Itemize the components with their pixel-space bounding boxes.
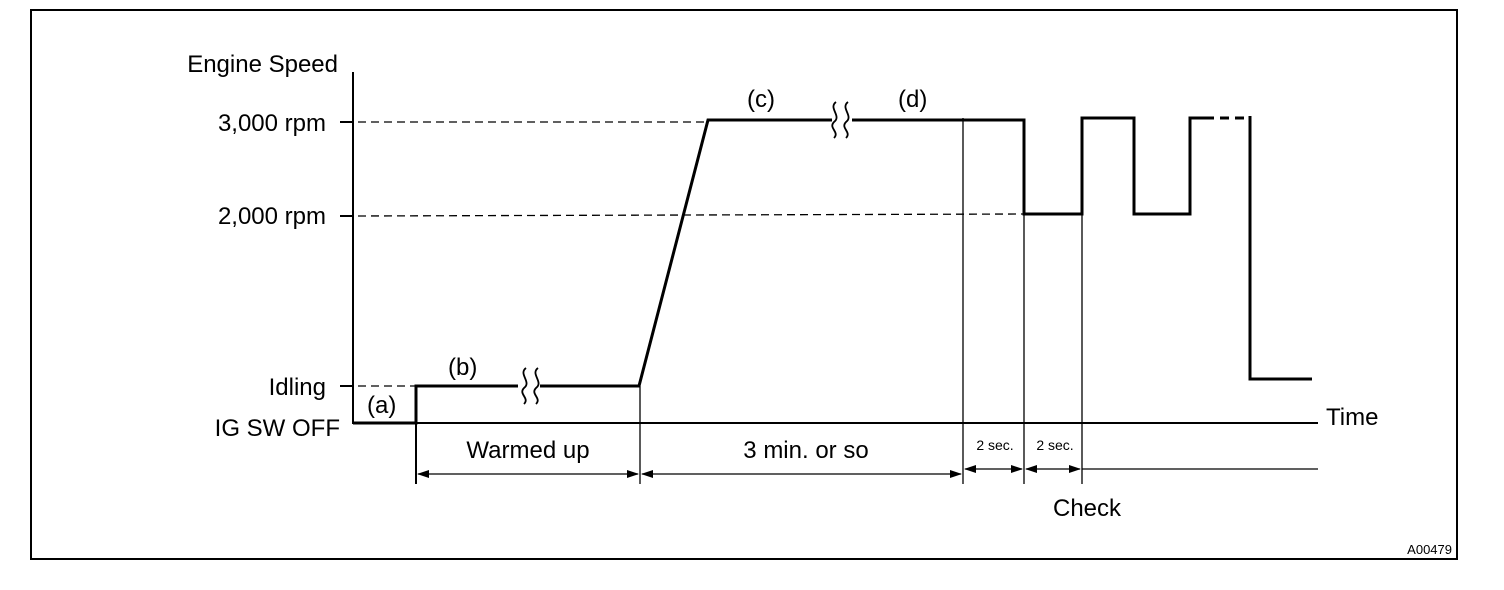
interval-label-warmed-up: Warmed up <box>466 437 589 464</box>
level-label-2000: 2,000 rpm <box>218 203 326 230</box>
engine-speed-trace-2 <box>540 118 832 388</box>
engine-speed-trace-3 <box>852 116 1205 216</box>
x-axis-title: Time <box>1326 404 1378 431</box>
y-axis-title: Engine Speed <box>187 51 338 78</box>
engine-speed-trace <box>353 384 518 425</box>
break-symbol-b <box>521 367 540 405</box>
phase-label-c: (c) <box>747 86 775 113</box>
interval-label-2sec-1: 2 sec. <box>976 437 1013 453</box>
interval-label-2sec-2: 2 sec. <box>1036 437 1073 453</box>
phase-label-a: (a) <box>367 392 396 419</box>
interval-label-3min: 3 min. or so <box>743 437 868 464</box>
figure-code: A00479 <box>1407 542 1452 557</box>
level-label-ig-sw-off: IG SW OFF <box>215 415 340 442</box>
phase-label-b: (b) <box>448 354 477 381</box>
diagram-frame <box>30 9 1458 560</box>
level-label-3000: 3,000 rpm <box>218 110 326 137</box>
engine-speed-trace-4 <box>1248 116 1312 381</box>
ref-line-2000 <box>357 213 1025 217</box>
break-symbol-cd <box>831 101 850 139</box>
level-label-idling: Idling <box>269 374 326 401</box>
check-label: Check <box>1053 495 1122 522</box>
phase-label-d: (d) <box>898 86 927 113</box>
